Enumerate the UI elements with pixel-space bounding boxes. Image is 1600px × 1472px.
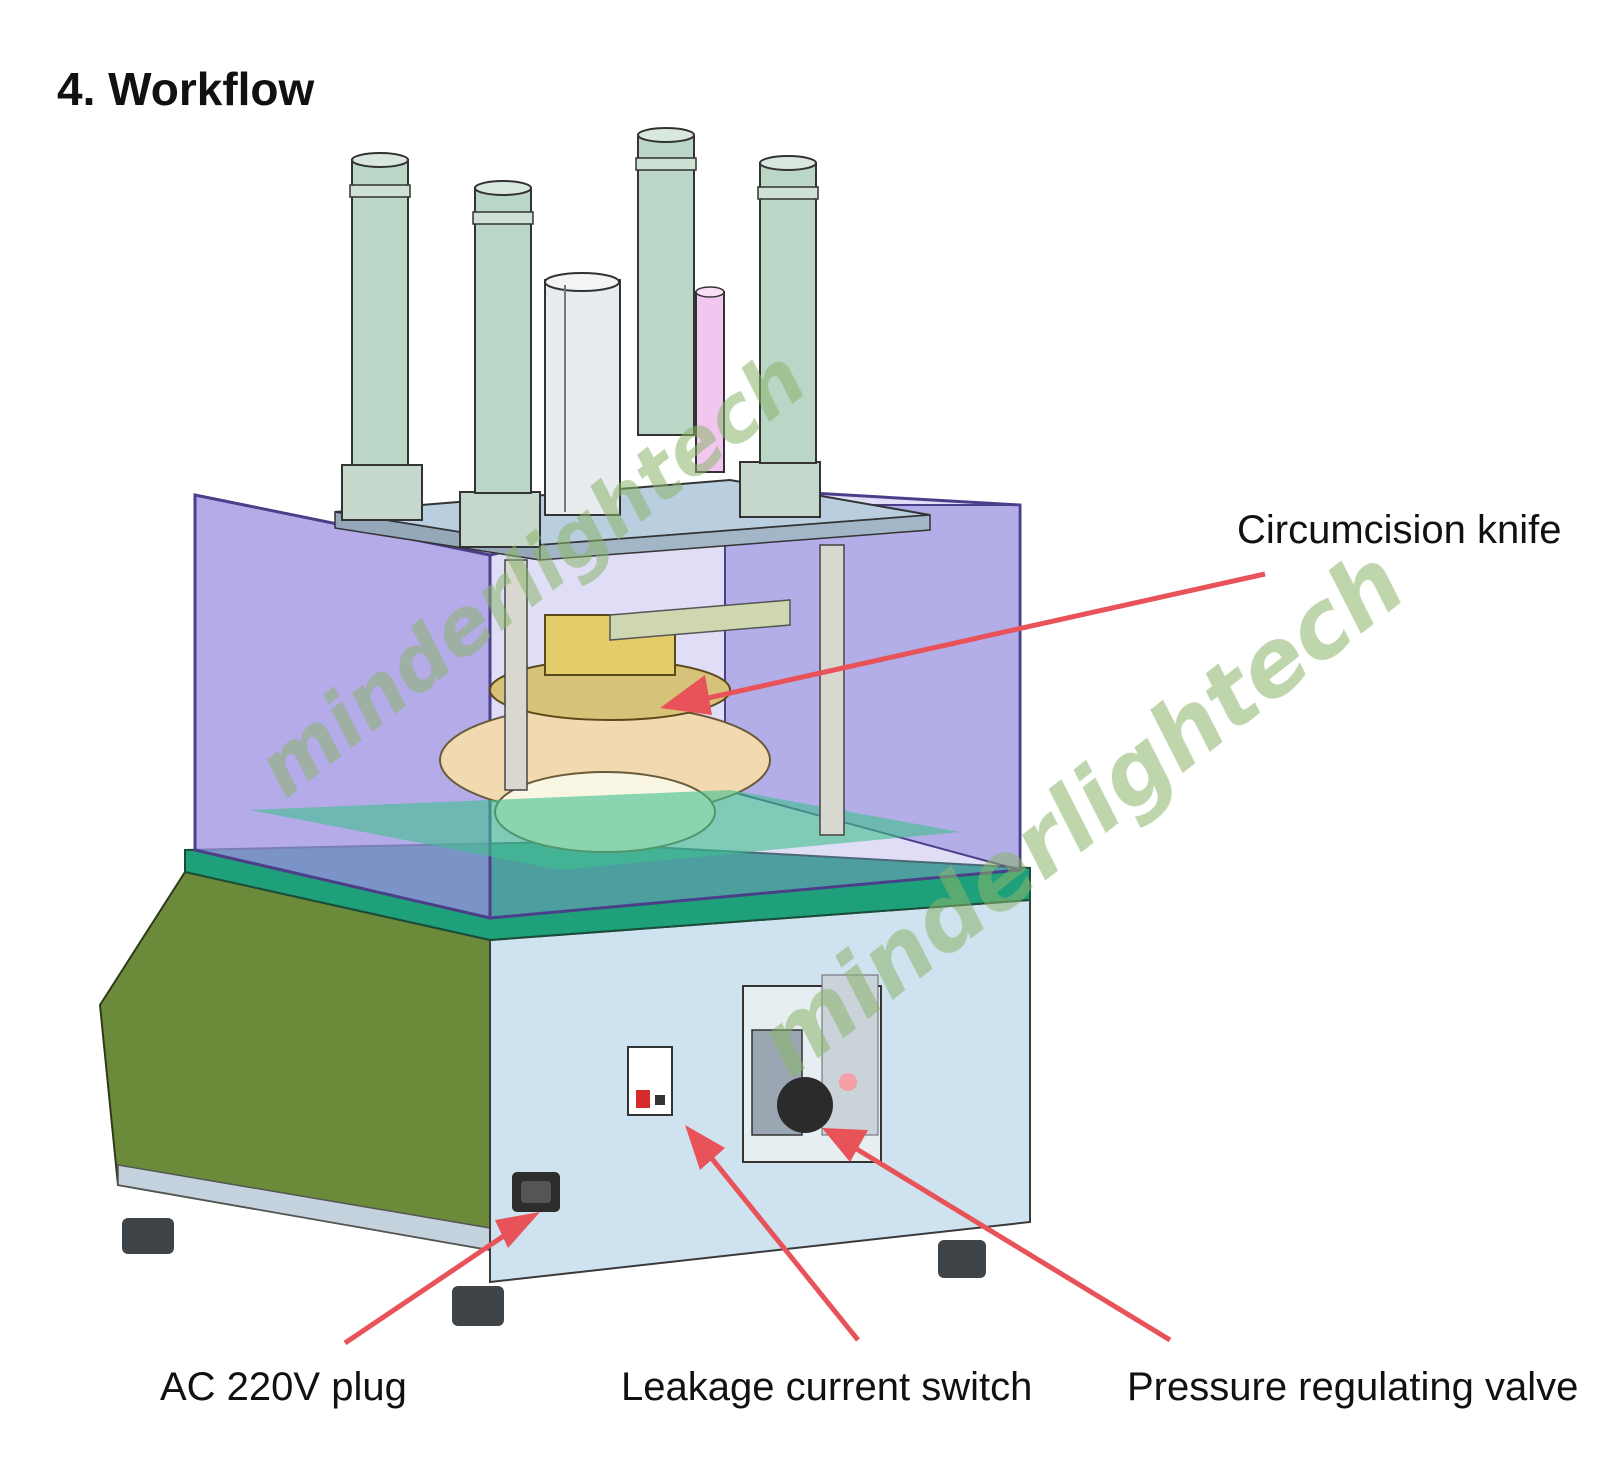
pressure-valve	[742, 974, 882, 1163]
air-cylinders	[341, 127, 821, 548]
glass-enclosure	[193, 488, 1022, 920]
callout-pressure-valve: Pressure regulating valve	[1127, 1365, 1579, 1409]
arrow-knife	[660, 571, 1266, 715]
arrow-plug	[343, 1212, 540, 1346]
page-title: 4. Workflow	[57, 63, 315, 115]
callout-ac-plug: AC 220V plug	[160, 1365, 407, 1409]
ac-plug-socket	[512, 1172, 560, 1212]
leakage-switch	[627, 1046, 673, 1116]
callout-leakage-switch: Leakage current switch	[621, 1365, 1033, 1409]
arrow-switch	[685, 1125, 860, 1342]
callout-circumcision-knife: Circumcision knife	[1237, 508, 1562, 552]
callout-arrows	[343, 571, 1266, 1346]
machine-feet	[122, 1218, 986, 1326]
arrow-valve	[822, 1128, 1172, 1343]
machine-cabinet	[98, 840, 1031, 1284]
